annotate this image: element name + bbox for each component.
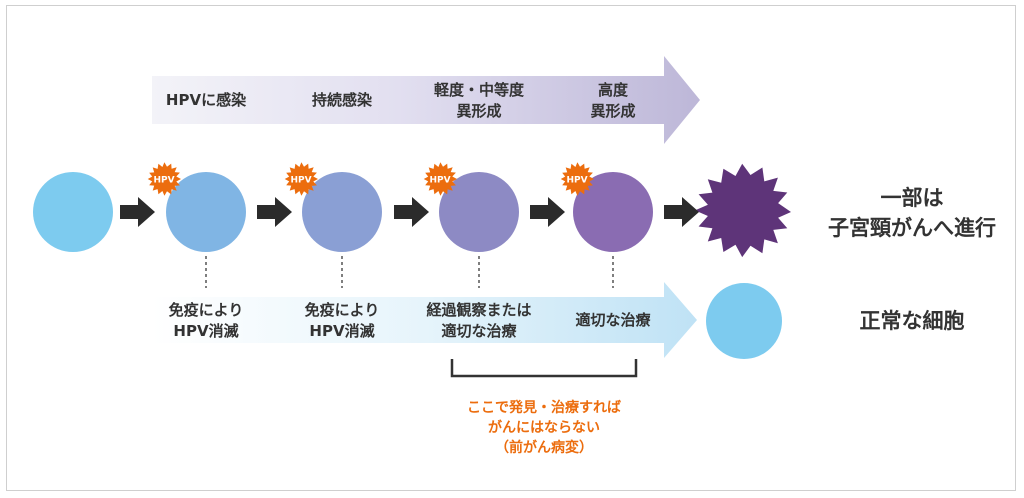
bottom-label-line: 経過観察または (426, 301, 532, 319)
svg-text:HPV: HPV (153, 176, 174, 186)
bottom-label-line: HPV消滅 (173, 322, 239, 340)
precancer-note-line: ここで発見・治療すれば (467, 400, 621, 416)
precancer-note-line: （前がん病変） (495, 440, 593, 456)
cell-mild-dysplasia (439, 172, 519, 252)
precancer-note-line: がんにはならない (488, 420, 600, 436)
bottom-label-line: HPV消滅 (309, 322, 375, 340)
hpv-badge-icon: HPV (284, 162, 318, 196)
arrow-icon (120, 197, 155, 227)
arrow-icon (530, 197, 565, 227)
svg-text:HPV: HPV (566, 176, 587, 186)
arrow-icon (394, 197, 429, 227)
normal-cell-start (33, 172, 113, 252)
bottom-label-immune-clearance-1: 免疫により HPV消滅 (146, 300, 266, 342)
cancer-cell (695, 163, 791, 258)
stage-label-persistent-infection: 持続感染 (311, 91, 372, 109)
progression-arrow (152, 56, 700, 144)
regression-arrow (152, 282, 697, 358)
cell-persistent-infection (302, 172, 382, 252)
precancer-note: ここで発見・治療すれば がんにはならない （前がん病変） (434, 398, 654, 458)
arrow-icon (257, 197, 292, 227)
svg-text:HPV: HPV (290, 176, 311, 186)
arrow-icon (664, 197, 699, 227)
cell-hpv-infection (166, 172, 246, 252)
stage-label-line: 高度 (597, 81, 628, 99)
stage-label-line: 軽度・中等度 (433, 81, 524, 99)
bottom-label-treatment: 適切な治療 (575, 311, 651, 329)
stage-label-line: 異形成 (590, 102, 636, 120)
hpv-badge-icon: HPV (423, 162, 457, 196)
bottom-label-line: 免疫により (304, 301, 380, 319)
cancer-outcome-label: 一部は 子宮頸がんへ進行 (812, 183, 1012, 243)
stage-label-hpv-infection: HPVに感染 (165, 91, 247, 109)
bottom-label-line: 免疫により (168, 301, 244, 319)
normal-cell-label: 正常な細胞 (859, 309, 965, 333)
hpv-badge-icon: HPV (147, 162, 181, 196)
cell-severe-dysplasia (573, 172, 653, 252)
bottom-label-immune-clearance-2: 免疫により HPV消滅 (282, 300, 402, 342)
svg-text:HPV: HPV (429, 176, 450, 186)
cancer-outcome-line: 子宮頸がんへ進行 (828, 216, 996, 240)
normal-cell-end (706, 283, 782, 359)
stage-label-severe-dysplasia: 高度 異形成 (553, 80, 673, 122)
diagram-frame (6, 5, 1016, 491)
stage-label-mild-dysplasia: 軽度・中等度 異形成 (409, 80, 549, 122)
bottom-label-observation: 経過観察または 適切な治療 (404, 300, 554, 342)
bottom-label-line: 適切な治療 (441, 322, 517, 340)
stage-label-line: 異形成 (456, 102, 502, 120)
precancer-bracket (450, 359, 638, 378)
cancer-outcome-line: 一部は (880, 186, 944, 210)
hpv-badge-icon: HPV (560, 162, 594, 196)
